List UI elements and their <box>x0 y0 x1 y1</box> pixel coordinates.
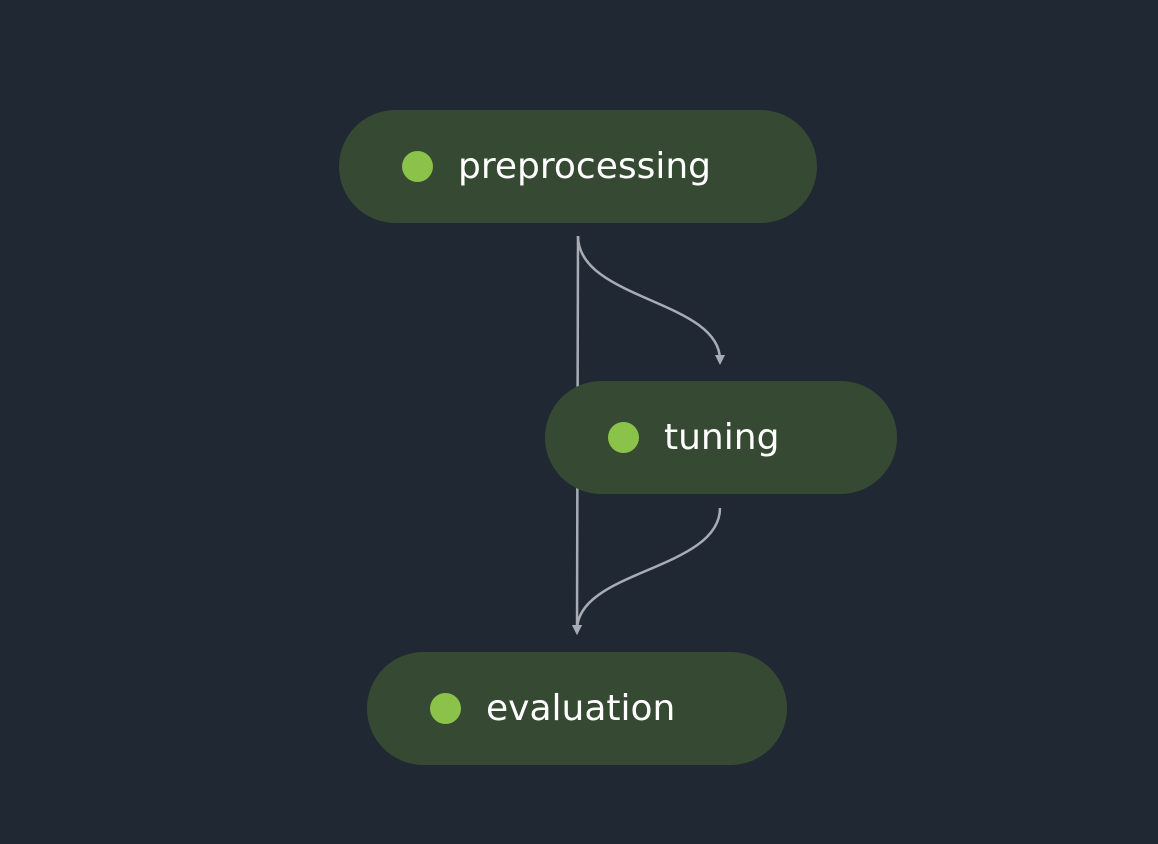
node-tuning[interactable]: tuning <box>545 381 897 494</box>
edge-preprocessing-to-tuning <box>576 235 725 365</box>
node-label: evaluation <box>486 688 676 729</box>
status-success-icon <box>430 693 461 724</box>
edge-tuning-to-evaluation <box>572 507 722 635</box>
status-success-icon <box>402 151 433 182</box>
node-preprocessing[interactable]: preprocessing <box>339 110 817 223</box>
node-evaluation[interactable]: evaluation <box>367 652 787 765</box>
node-label: tuning <box>664 417 780 458</box>
node-label: preprocessing <box>458 146 712 187</box>
status-success-icon <box>608 422 639 453</box>
